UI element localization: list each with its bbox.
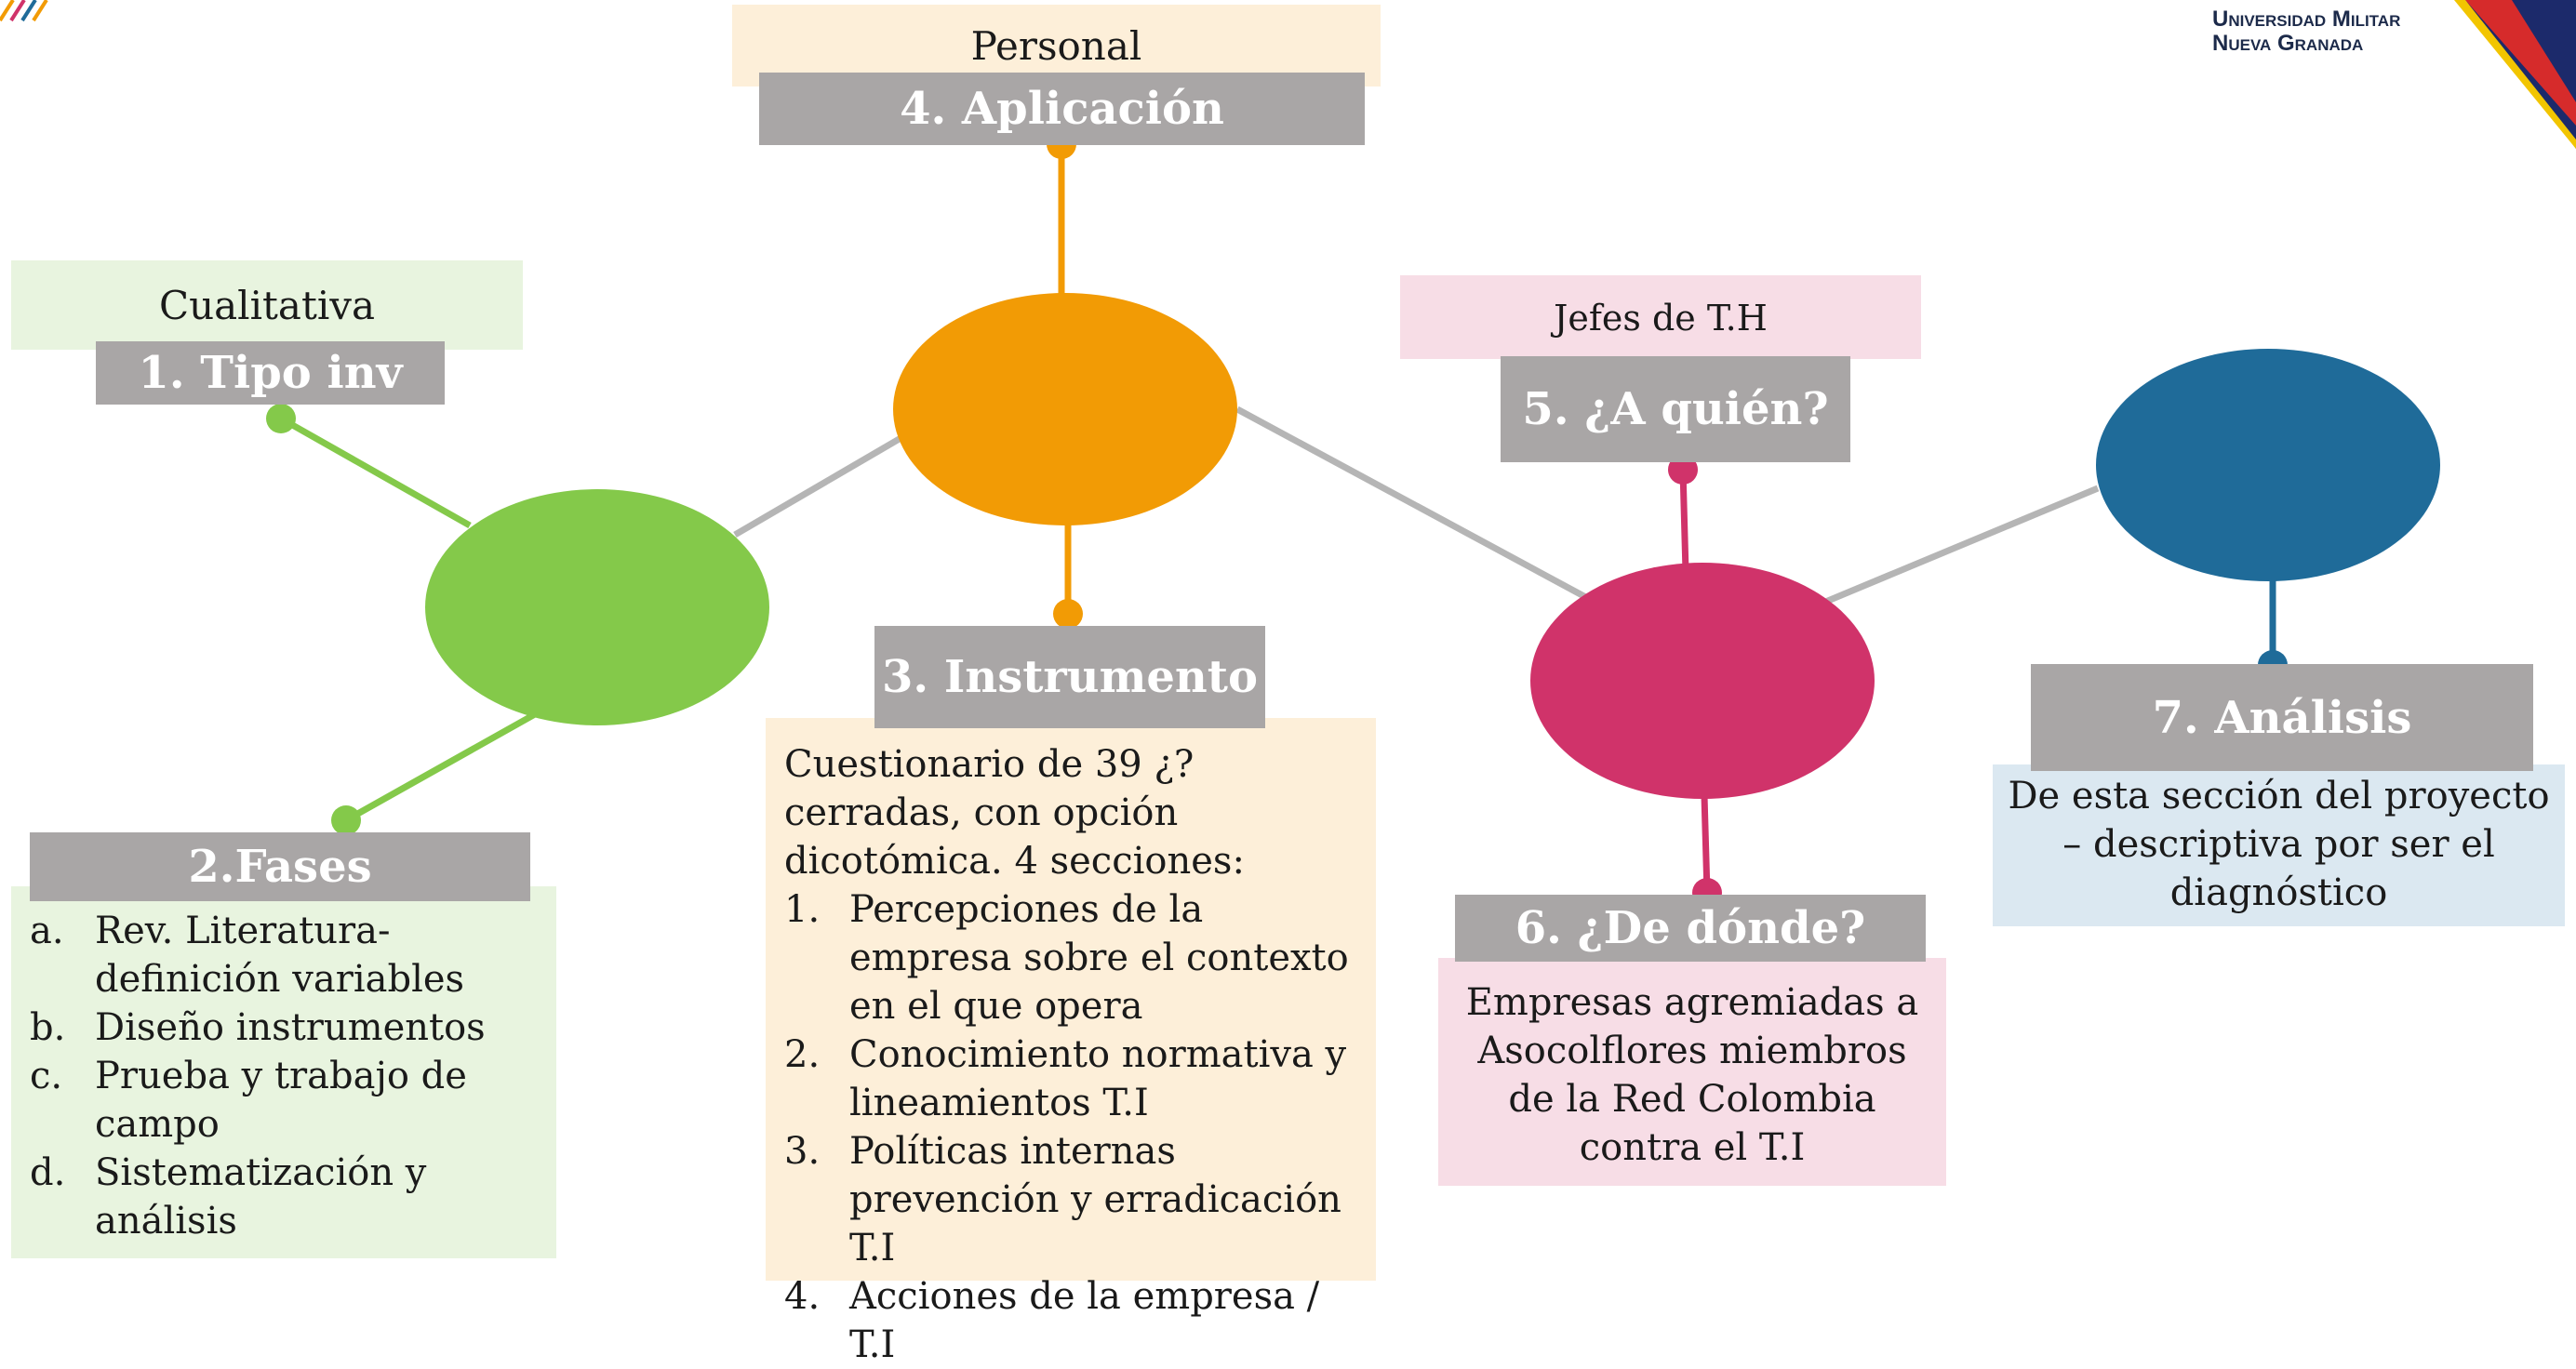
list-item: a.Rev. Literatura-definición variables [30,910,465,1001]
donde-body: Empresas agremiadas a Asocolflores miemb… [1438,958,1946,1186]
stem-fases [344,711,537,824]
list-item: 4.Acciones de la empresa / T.I [784,1275,1320,1366]
link-orange-pink [1235,405,1593,604]
fases-header: 2.Fases [30,832,530,901]
analisis-text: De esta sección del proyecto – descripti… [2008,775,2550,914]
dot-quien [1668,455,1698,485]
list-item: c.Prueba y trabajo de campo [30,1055,467,1146]
link-pink-blue [1822,485,2100,606]
mind-map-connectors [0,0,2576,908]
university-flag-icon [2454,0,2576,149]
node-blue-ellipse [2096,349,2440,581]
quien-label: Jefes de T.H [1554,298,1768,339]
fases-body: a.Rev. Literatura-definición variables b… [11,886,556,1258]
analisis-header: 7. Análisis [2031,664,2533,771]
quien-header: 5. ¿A quién? [1501,356,1850,462]
list-item: 1.Percepciones de la empresa sobre el co… [784,888,1349,1028]
aplicacion-label: Personal [970,23,1142,69]
instrumento-intro: Cuestionario de 39 ¿? cerradas, con opci… [784,743,1245,883]
aplicacion-header: 4. Aplicación [759,73,1365,145]
quien-label-box: Jefes de T.H [1400,275,1921,359]
logo-line-2: Nueva Granada [2212,31,2364,56]
node-pink-ellipse [1530,563,1875,799]
tipo-header: 1. Tipo inv [96,341,445,405]
dot-tipo [266,404,296,433]
instrumento-body: Cuestionario de 39 ¿? cerradas, con opci… [766,718,1376,1366]
dot-instrumento [1053,599,1083,629]
logo-line-1: Universidad Militar [2212,7,2401,32]
stem-quien [1679,469,1689,573]
donde-header: 6. ¿De dónde? [1455,895,1926,962]
dot-fases [331,805,361,835]
list-item: d.Sistematización y análisis [30,1151,427,1243]
list-item: b.Diseño instrumentos [30,1006,486,1049]
corner-stripes-icon [0,0,48,22]
node-green-ellipse [425,489,769,725]
stem-donde [1701,794,1711,894]
analisis-body: De esta sección del proyecto – descripti… [1993,764,2565,926]
tipo-label: Cualitativa [158,283,376,328]
instrumento-header: 3. Instrumento [874,626,1265,728]
list-item: 3.Políticas internas prevención y erradi… [784,1130,1341,1269]
university-logo: Universidad Militar Nueva Granada [2212,7,2400,56]
stem-tipo [279,415,472,529]
tipo-label-box: Cualitativa [11,260,523,350]
donde-text: Empresas agremiadas a Asocolflores miemb… [1465,981,1919,1169]
link-green-orange [733,433,904,538]
list-item: 2.Conocimiento normativa y lineamientos … [784,1033,1347,1124]
node-orange-ellipse [893,293,1237,525]
instrumento-list: 1.Percepciones de la empresa sobre el co… [784,885,1363,1369]
fases-list: a.Rev. Literatura-definición variables b… [30,907,547,1245]
